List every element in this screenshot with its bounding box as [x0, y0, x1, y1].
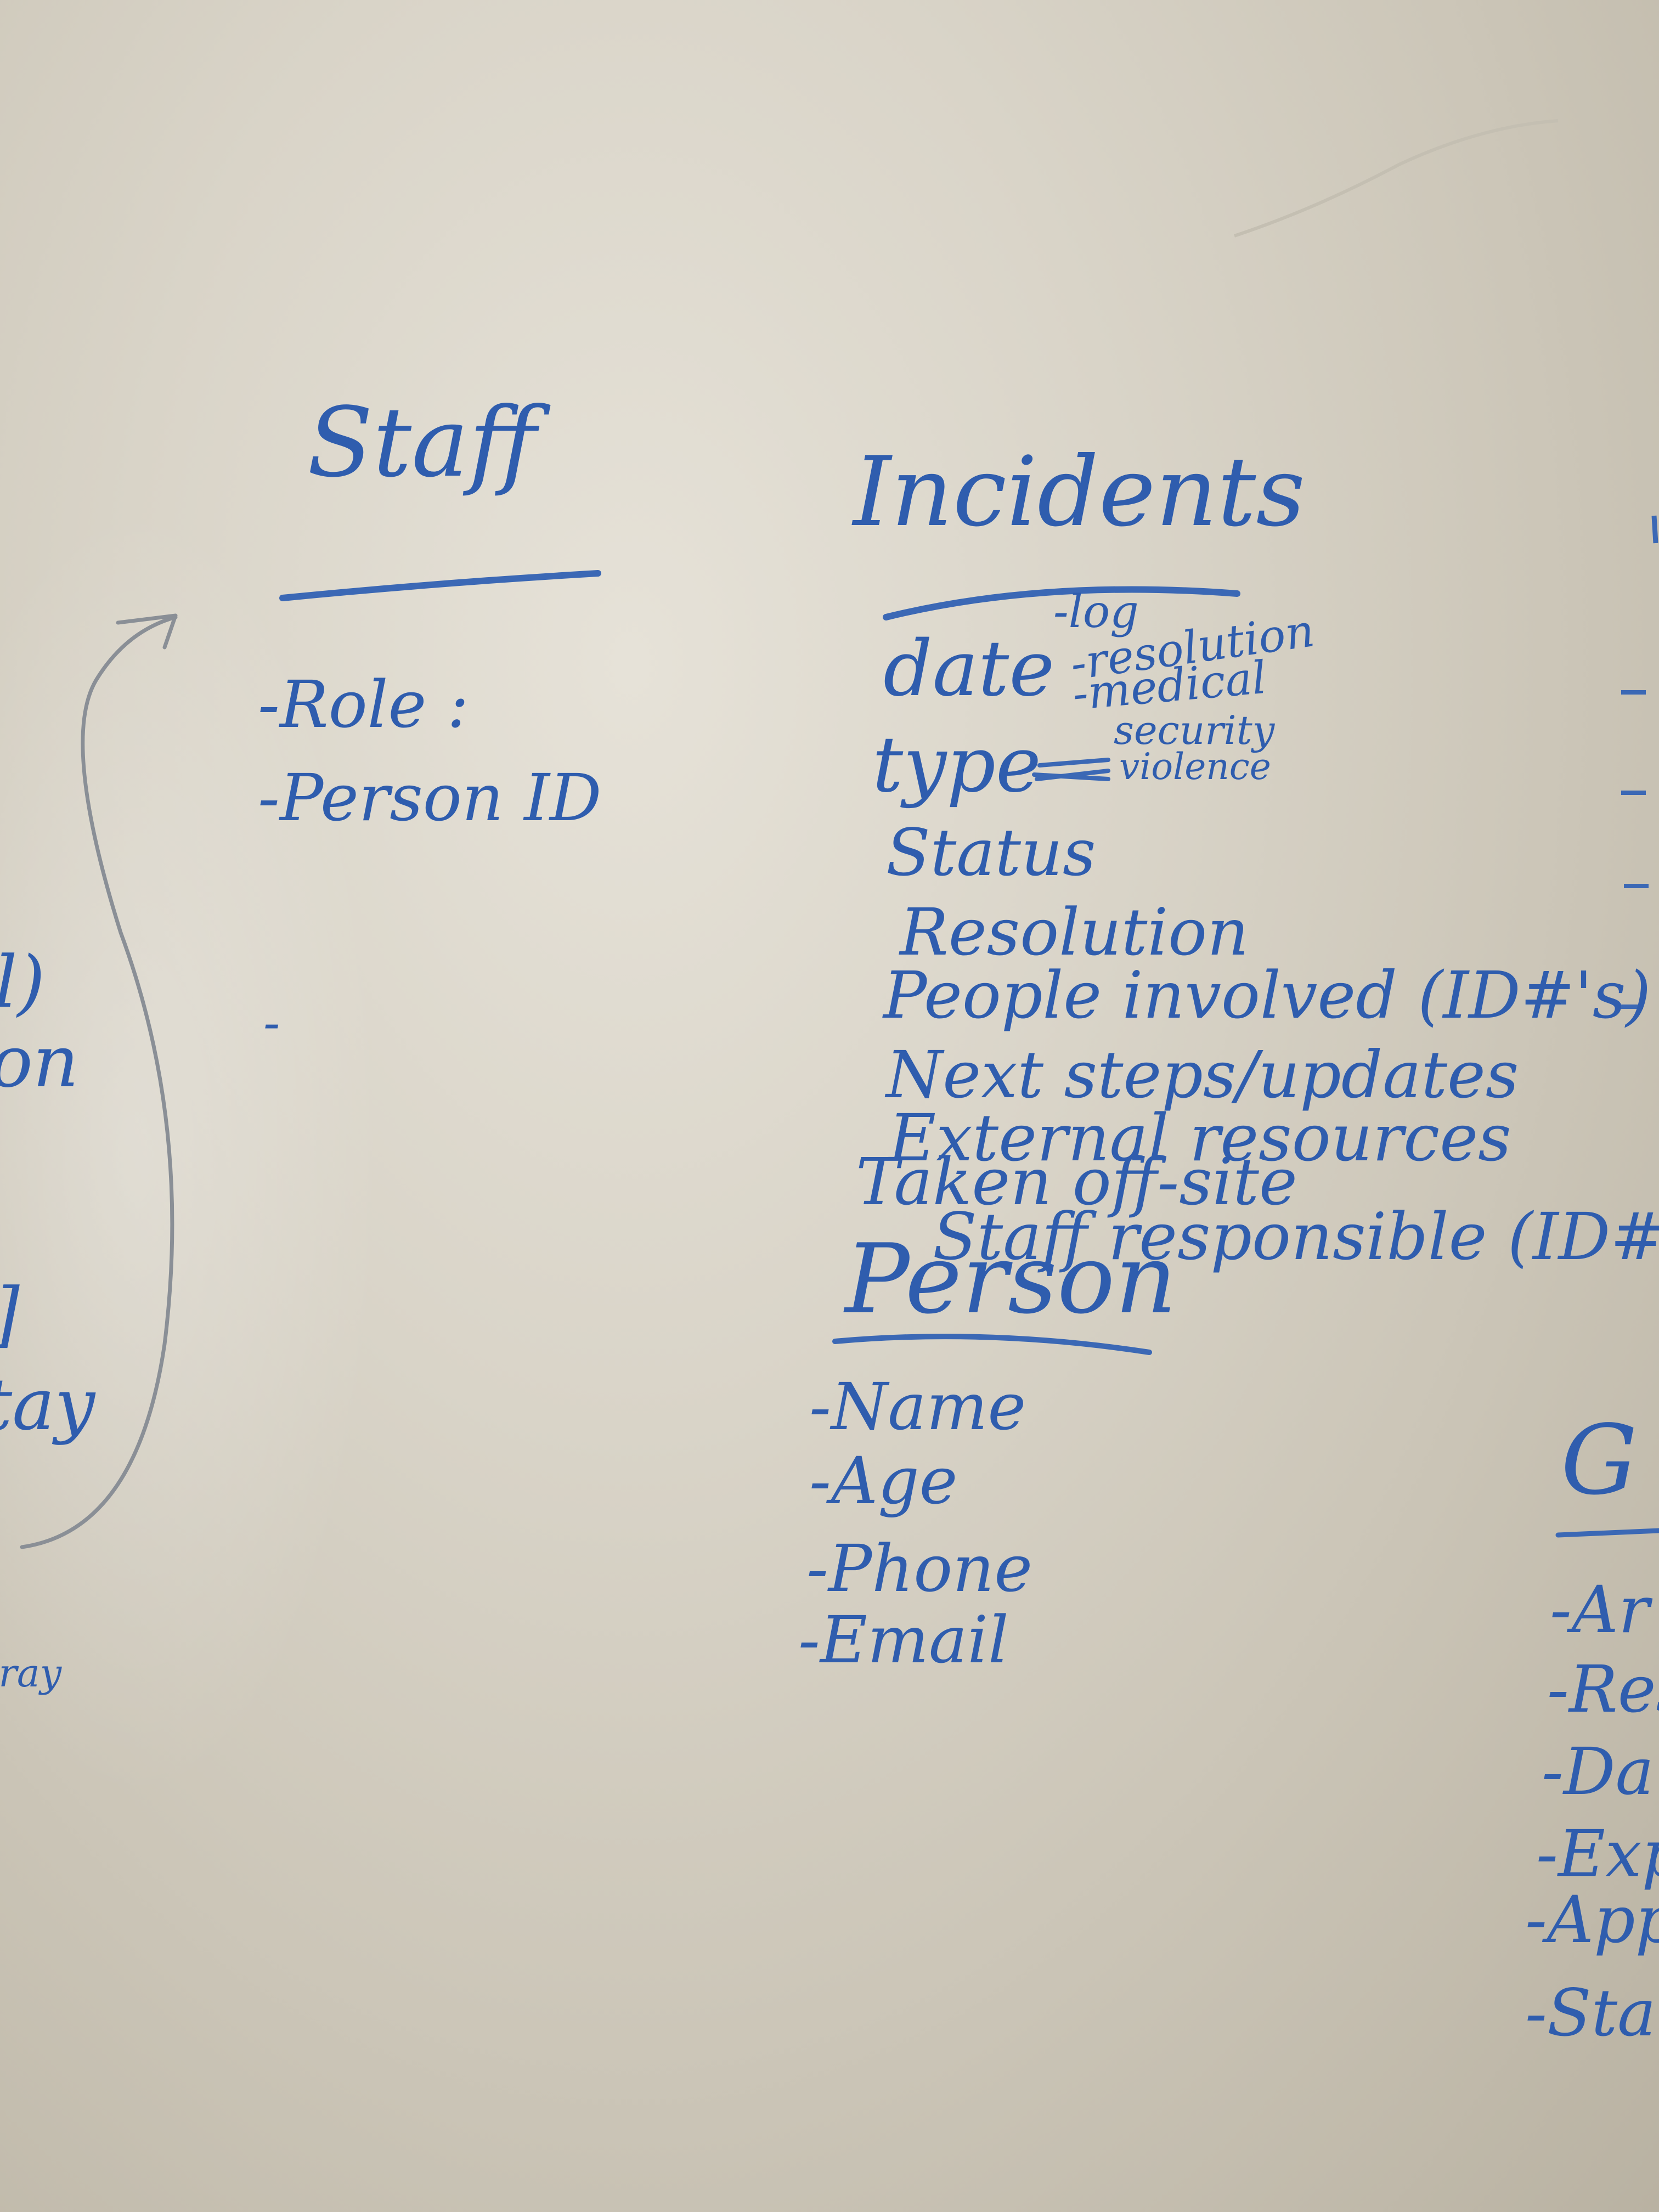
- staff-field-person-id: -Person ID: [258, 760, 602, 836]
- right-fragment-5: -App: [1525, 1882, 1659, 1957]
- staff-title: Staff: [307, 387, 537, 499]
- person-field-phone: -Phone: [806, 1531, 1033, 1606]
- type-option-violence: violence: [1119, 746, 1271, 788]
- right-edge-stub: [1651, 515, 1658, 544]
- staff-underline: [279, 570, 601, 601]
- date-option-log: -log: [1053, 586, 1139, 638]
- left-fragment-1: l): [0, 940, 46, 1024]
- incidents-field-next-steps: Next steps/updates: [886, 1037, 1519, 1113]
- right-fragment-3: -Da: [1542, 1734, 1654, 1809]
- left-fragment-2: ion: [0, 1020, 79, 1103]
- staff-field-role: -Role :: [258, 667, 469, 742]
- incidents-field-people-involved: People involved (ID#'s): [883, 957, 1651, 1033]
- loop-arrow: [20, 615, 178, 1549]
- right-fragment-1: -Ar: [1550, 1572, 1650, 1647]
- right-fragment-4: -Exp: [1536, 1816, 1659, 1892]
- left-fragment-5: lray: [0, 1651, 62, 1696]
- incidents-underline: [883, 586, 1240, 620]
- person-field-email: -Email: [798, 1602, 1009, 1678]
- loose-dash: -: [263, 994, 280, 1052]
- type-option-connector-1: [1037, 758, 1110, 768]
- type-option-connector-3: [1032, 772, 1110, 781]
- incidents-field-taken-off-site: Taken off-site: [856, 1144, 1297, 1220]
- left-fragment-3: ]: [0, 1278, 20, 1350]
- incidents-type-label: type: [872, 720, 1041, 810]
- loop-arrowhead: [116, 613, 178, 650]
- person-field-age: -Age: [809, 1443, 958, 1519]
- incidents-field-staff-responsible: Staff responsible (ID#): [933, 1199, 1659, 1274]
- person-underline: [832, 1334, 1152, 1355]
- type-option-security: security: [1114, 707, 1275, 753]
- incidents-title: Incidents: [853, 437, 1306, 548]
- incidents-field-external-resources: External resources: [889, 1100, 1511, 1176]
- incidents-field-status: Status: [886, 815, 1096, 890]
- right-fragment-title: G: [1561, 1405, 1638, 1516]
- incidents-date-label: date: [883, 624, 1055, 714]
- left-fragment-4: tay: [0, 1363, 95, 1446]
- right-section-underline: [1555, 1528, 1659, 1538]
- incidents-field-resolution: Resolution: [900, 894, 1249, 970]
- person-title: Person: [845, 1224, 1177, 1335]
- person-field-name: -Name: [809, 1369, 1026, 1444]
- right-fragment-6: -Sta: [1525, 1975, 1656, 2051]
- ghost-scribble: [1234, 119, 1559, 238]
- right-fragment-2: -Res: [1547, 1651, 1659, 1727]
